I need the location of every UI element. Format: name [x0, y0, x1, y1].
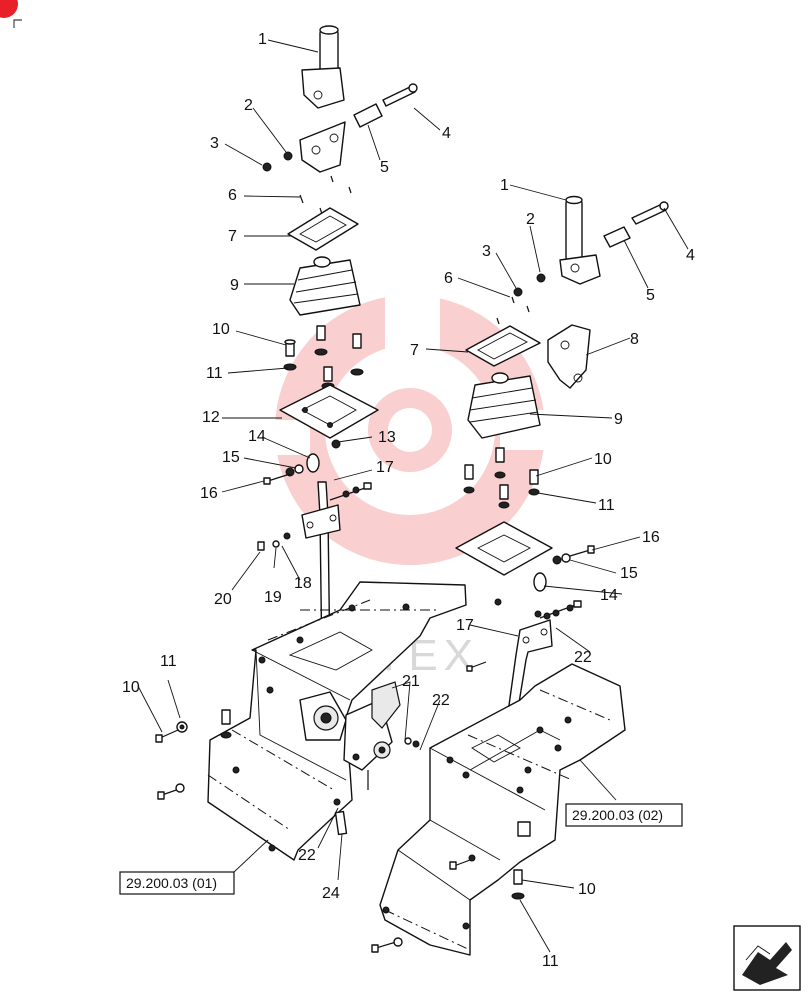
right-joystick-assembly: [371, 195, 669, 956]
callout-7: 7: [410, 342, 419, 359]
right-console-body: [379, 663, 626, 956]
callout-labels-right: 1 2 3 4 5 6 7 8 9 10 11 14 15 16 17 22 1…: [410, 177, 695, 970]
frame-plate-right: [465, 325, 541, 367]
callout-19: 19: [264, 589, 282, 606]
bushing-right: [603, 226, 631, 248]
callout-2: 2: [244, 97, 253, 114]
callout-22: 22: [298, 847, 316, 864]
callout-16: 16: [200, 485, 218, 502]
bracket-right: [547, 324, 591, 389]
callout-2: 2: [526, 211, 535, 228]
bolt-washers-17-right: [534, 600, 582, 620]
bracket: [299, 121, 346, 173]
ball-joint-right: [494, 545, 595, 606]
callout-10: 10: [212, 321, 230, 338]
rubber-boot-right: [467, 372, 541, 439]
callout-11: 11: [542, 953, 559, 970]
callout-11: 11: [160, 653, 177, 670]
page-forward-arrow-icon[interactable]: [733, 925, 801, 991]
nut: [331, 439, 341, 449]
callout-3: 3: [482, 243, 491, 260]
callout-1: 1: [500, 177, 509, 194]
watermark-logo: [270, 290, 550, 565]
callout-21: 21: [402, 673, 420, 690]
bolt-washers-17: [329, 482, 372, 501]
callout-13: 13: [378, 429, 396, 446]
pin-22-24: [333, 737, 420, 836]
callout-10: 10: [578, 881, 596, 898]
mounting-plate: [279, 384, 379, 439]
callout-4: 4: [686, 247, 695, 264]
lever-handle-right: [559, 195, 601, 285]
callout-10: 10: [594, 451, 612, 468]
left-joystick-assembly: [155, 25, 467, 861]
left-console-body: [207, 581, 467, 861]
callout-7: 7: [228, 228, 237, 245]
callout-10: 10: [122, 679, 140, 696]
side-bolt-10-11: [155, 709, 232, 800]
callout-12: 12: [202, 409, 220, 426]
callout-22: 22: [574, 649, 592, 666]
callout-1: 1: [258, 31, 267, 48]
callout-6: 6: [444, 270, 453, 287]
callout-15: 15: [620, 565, 638, 582]
callout-4: 4: [442, 125, 451, 142]
rubber-boot: [289, 256, 361, 316]
callout-15: 15: [222, 449, 240, 466]
callout-20: 20: [214, 591, 232, 608]
callout-17: 17: [456, 617, 474, 634]
lever-handle: [301, 25, 345, 109]
nut: [262, 162, 272, 172]
callout-5: 5: [380, 159, 389, 176]
side-bolt-10-11-right: [371, 859, 525, 953]
reference-box-left[interactable]: 29.200.03 (01): [119, 871, 235, 895]
frame-plate: [287, 207, 359, 251]
pin: [382, 83, 418, 107]
callout-18: 18: [294, 575, 312, 592]
callout-24: 24: [322, 885, 340, 902]
nut: [283, 151, 293, 161]
callout-5: 5: [646, 287, 655, 304]
callout-16: 16: [642, 529, 660, 546]
callout-22: 22: [432, 692, 450, 709]
callout-labels-left: 1 2 3 4 5 6 7 9 10 11 12 13 14 15 16 17 …: [122, 31, 451, 902]
bushing: [353, 103, 383, 128]
bolts-washers-right: [463, 447, 540, 509]
leader-lines: [137, 39, 689, 953]
corner-mark-icon: [0, 0, 22, 28]
callout-9: 9: [230, 277, 239, 294]
callout-3: 3: [210, 135, 219, 152]
callout-6: 6: [228, 187, 237, 204]
callout-14: 14: [600, 587, 618, 604]
reference-label-left: 29.200.03 (01): [126, 875, 217, 891]
callout-14: 14: [248, 428, 266, 445]
mounting-plate-right: [455, 521, 553, 576]
pin-right: [631, 201, 669, 225]
callout-11: 11: [598, 497, 615, 514]
pin-18-20: [257, 532, 291, 551]
reference-label-right: 29.200.03 (02): [572, 807, 663, 823]
ball-joint: [263, 453, 320, 485]
callout-9: 9: [614, 411, 623, 428]
callout-8: 8: [630, 331, 639, 348]
callout-17: 17: [376, 459, 394, 476]
callout-11: 11: [206, 365, 223, 382]
reference-box-right[interactable]: 29.200.03 (02): [565, 803, 683, 827]
screw: [299, 194, 304, 204]
